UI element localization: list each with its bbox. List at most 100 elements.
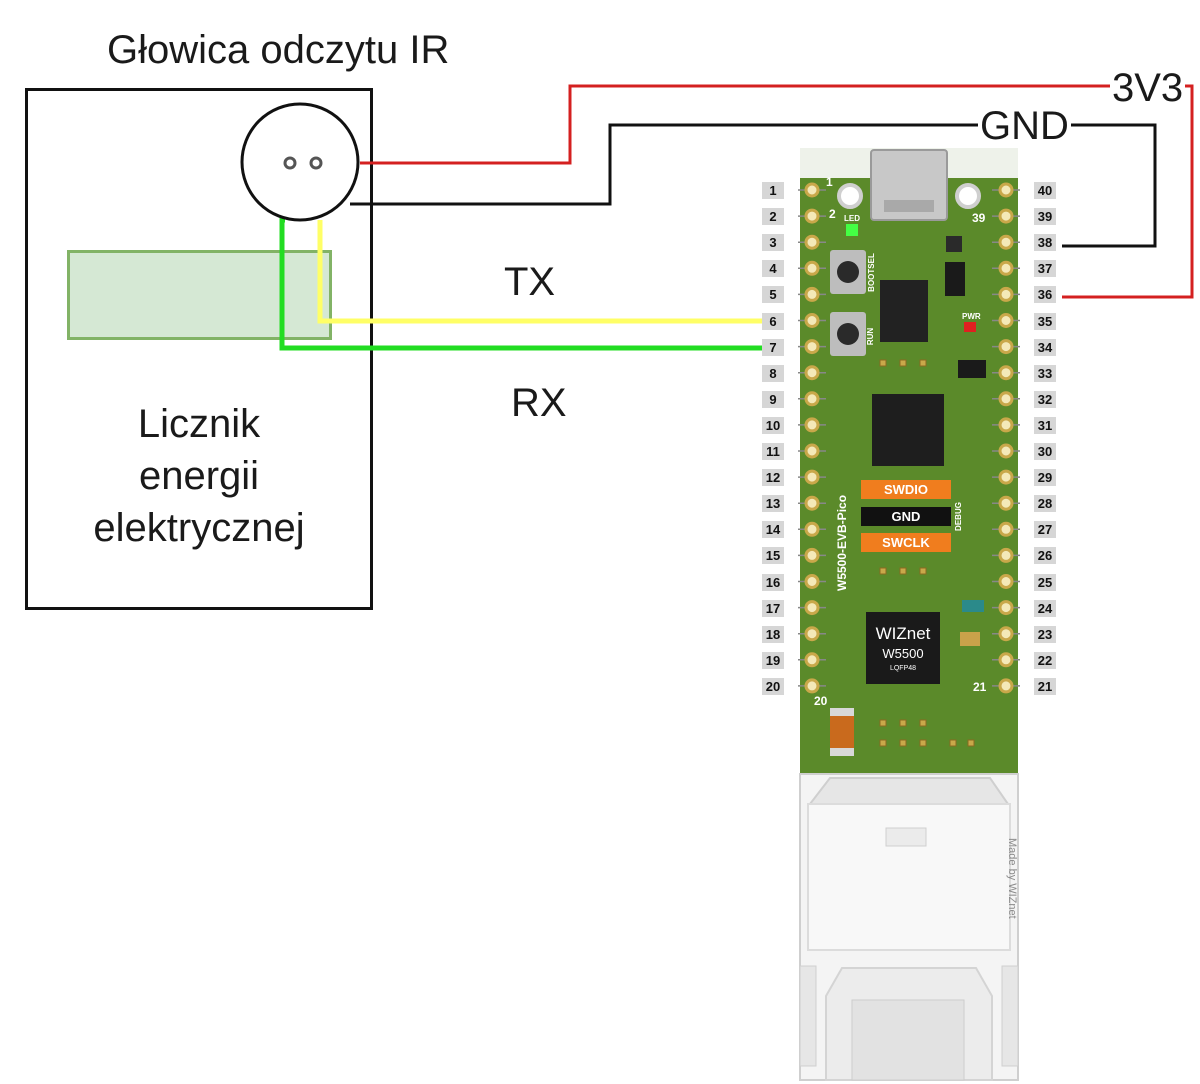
right-pin-pad-26 [998, 547, 1014, 563]
right-pin-pad-30 [998, 443, 1014, 459]
pcb-small-pads [879, 359, 975, 747]
made-by-label: Made by WIZnet [1006, 838, 1018, 919]
right-pin-number-37: 37 [1034, 260, 1056, 278]
vcc-wire [360, 84, 1194, 299]
silk-pwr: PWR [962, 312, 981, 321]
right-pin-number-22: 22 [1034, 651, 1056, 669]
left-pin-pad-16 [804, 574, 820, 589]
right-pin-number-21: 21 [1034, 677, 1056, 695]
w5500-chip [866, 612, 940, 684]
left-pin-number-17: 17 [762, 599, 784, 617]
right-pin-number-40: 40 [1034, 182, 1056, 199]
right-pin-number-36: 36 [1034, 286, 1056, 304]
left-pin-number-1: 1 [762, 182, 784, 199]
right-pin-pad-38 [998, 234, 1014, 250]
flash-chip [880, 280, 928, 342]
right-pin-number-30: 30 [1034, 443, 1056, 460]
left-pin-pad-12 [804, 469, 820, 485]
right-pin-number-33: 33 [1034, 364, 1056, 382]
crystal [962, 600, 984, 612]
meter-label-line-1: Licznik [137, 402, 261, 446]
silk-pin-1: 1 [826, 175, 833, 189]
left-pin-pad-5 [804, 286, 820, 302]
left-pin-number-5: 5 [762, 286, 784, 304]
right-pin-number-28: 28 [1034, 495, 1056, 513]
vcc-wire-label: 3V3 [1110, 66, 1186, 110]
left-pin-number-20: 20 [762, 677, 784, 695]
left-pin-pad-1 [804, 182, 820, 198]
right-pin-pad-22 [998, 652, 1014, 668]
silk-led: LED [844, 214, 860, 223]
power-led [964, 322, 976, 332]
right-pin-pad-33 [998, 365, 1014, 381]
rp2040-chip [872, 394, 944, 466]
silk-bootsel: BOOTSEL [866, 253, 876, 292]
silk-run: RUN [866, 327, 876, 346]
ir-led-right [309, 156, 323, 170]
mount-hole-left [837, 183, 863, 209]
right-pin-number-38: 38 [1034, 234, 1056, 252]
right-pin-number-24: 24 [1034, 599, 1056, 617]
right-pin-pad-23 [998, 626, 1014, 642]
right-pin-number-32: 32 [1034, 390, 1056, 408]
chip-brand: WIZnet [875, 624, 931, 643]
silk-pin-2: 2 [829, 207, 836, 221]
right-pin-pad-21 [998, 678, 1014, 694]
right-pin-number-31: 31 [1034, 416, 1056, 434]
gnd-wire [350, 123, 1157, 248]
right-pin-number-39: 39 [1034, 208, 1056, 226]
right-pin-pad-36 [998, 286, 1014, 302]
right-pin-pad-34 [998, 339, 1014, 355]
left-pin-pad-14 [804, 521, 820, 537]
tx-wire [317, 220, 775, 324]
right-pin-pad-40 [998, 182, 1014, 198]
left-pin-number-19: 19 [762, 651, 784, 669]
left-pin-pad-4 [804, 260, 820, 276]
left-pin-number-7: 7 [762, 338, 784, 356]
left-pin-pad-11 [804, 443, 820, 459]
left-pin-pad-6 [804, 313, 820, 328]
left-pin-number-15: 15 [762, 547, 784, 565]
right-pin-pad-28 [998, 495, 1014, 511]
right-pin-number-23: 23 [1034, 625, 1056, 643]
left-pin-number-12: 12 [762, 469, 784, 487]
right-pin-pad-25 [998, 574, 1014, 589]
mount-hole-right [955, 183, 981, 209]
left-pin-pad-18 [804, 626, 820, 642]
right-pin-pad-39 [998, 208, 1014, 224]
silk-pin-21: 21 [973, 680, 987, 694]
chip-model: W5500 [882, 646, 924, 661]
left-pin-number-14: 14 [762, 521, 784, 539]
left-pin-number-11: 11 [762, 443, 784, 460]
right-pin-number-35: 35 [1034, 312, 1056, 330]
small-chip-2 [946, 236, 962, 252]
silk-pin-39: 39 [972, 211, 986, 225]
small-chip-1 [958, 360, 986, 378]
left-pin-pad-3 [804, 234, 820, 250]
regulator-chip [945, 262, 965, 296]
status-led [846, 224, 858, 236]
silk-pin-20: 20 [814, 694, 828, 708]
rx-wire-label: RX [511, 381, 567, 425]
left-pin-number-18: 18 [762, 625, 784, 643]
right-pin-pad-27 [998, 521, 1014, 537]
left-pin-pad-20 [804, 678, 820, 694]
left-pin-pad-2 [804, 208, 820, 224]
left-pin-pad-9 [804, 391, 820, 407]
right-pin-number-26: 26 [1034, 547, 1056, 565]
left-pin-number-2: 2 [762, 208, 784, 226]
board-name: W5500-EVB-Pico [835, 494, 849, 591]
meter-label-line-3: elektrycznej [93, 506, 305, 550]
right-pin-pad-24 [998, 600, 1014, 616]
right-pin-number-29: 29 [1034, 469, 1056, 487]
meter-label: Licznik energii elektrycznej [40, 398, 358, 554]
right-pin-number-34: 34 [1034, 338, 1056, 356]
right-pin-pad-29 [998, 469, 1014, 485]
debug-swdio: SWDIO [861, 480, 951, 499]
debug-swclk: SWCLK [861, 533, 951, 552]
left-pin-pad-17 [804, 600, 820, 616]
chip-package: LQFP48 [889, 665, 917, 672]
left-pin-number-4: 4 [762, 260, 784, 278]
debug-gnd: GND [861, 507, 951, 526]
